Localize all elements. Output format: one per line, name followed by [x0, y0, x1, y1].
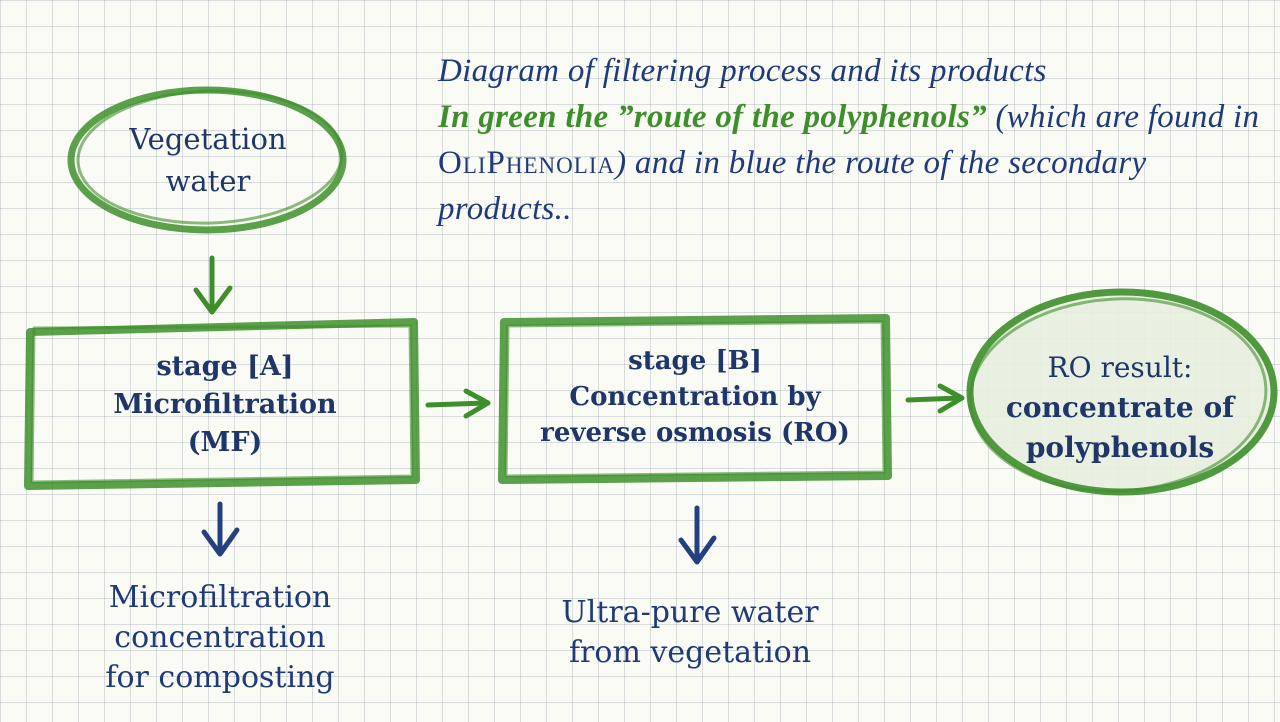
vegetation-water-line-1: Vegetation	[129, 122, 287, 156]
mf-output-line-1: Microfiltration	[108, 580, 332, 615]
stage-b-line-1: stage [B]	[628, 346, 762, 376]
ro-output-line-2: from vegetation	[568, 635, 812, 670]
mf-output-line-2: concentration	[114, 620, 326, 655]
stage-b-line-2: Concentration by	[569, 382, 821, 412]
arrow-stage-b-to-ro-output	[678, 505, 717, 565]
caption-body: In green the ”route of the polyphenols” …	[438, 94, 1268, 232]
ro-result-line-1: RO result:	[1047, 351, 1193, 384]
arrow-stage-a-to-mf-output	[201, 501, 240, 557]
caption-green-route: In green the ”route of the polyphenols”	[438, 99, 987, 135]
caption-part-3: ) and in blue the route of the secondary…	[438, 145, 1147, 227]
vegetation-water-label: Vegetation water	[98, 118, 318, 202]
mf-output-line-3: for composting	[105, 660, 335, 695]
ro-output-label: Ultra-pure water from vegetation	[510, 593, 870, 673]
ro-result-line-3: polyphenols	[1025, 431, 1215, 464]
arrow-stage-b-to-ro-result	[905, 383, 965, 414]
stage-a-line-3: (MF)	[187, 427, 263, 458]
vegetation-water-ellipse	[67, 86, 347, 234]
arrow-stage-a-to-stage-b	[425, 388, 491, 419]
ro-output-line-1: Ultra-pure water	[561, 595, 819, 630]
stage-a-box	[24, 318, 420, 490]
ro-result-ellipse	[966, 288, 1278, 496]
caption-title: Diagram of filtering process and its pro…	[438, 53, 1047, 89]
ro-result-line-2: concentrate of	[1005, 391, 1235, 424]
stage-a-line-1: stage [A]	[156, 351, 294, 382]
stage-b-line-3: reverse osmosis (RO)	[540, 418, 850, 448]
stage-a-line-2: Microfiltration	[113, 389, 337, 420]
stage-b-label: stage [B] Concentration by reverse osmos…	[520, 343, 870, 451]
caption-brand: OliPhenolia	[438, 145, 616, 181]
diagram-caption: Diagram of filtering process and its pro…	[438, 48, 1268, 232]
stage-b-box	[498, 314, 892, 484]
stage-a-label: stage [A] Microfiltration (MF)	[60, 348, 390, 462]
mf-output-label: Microfiltration concentration for compos…	[50, 578, 390, 698]
arrow-veg-to-stage-a	[193, 255, 233, 315]
vegetation-water-line-2: water	[165, 164, 251, 198]
caption-part-2: (which are found in	[986, 99, 1260, 135]
ro-result-label: RO result: concentrate of polyphenols	[975, 348, 1265, 468]
